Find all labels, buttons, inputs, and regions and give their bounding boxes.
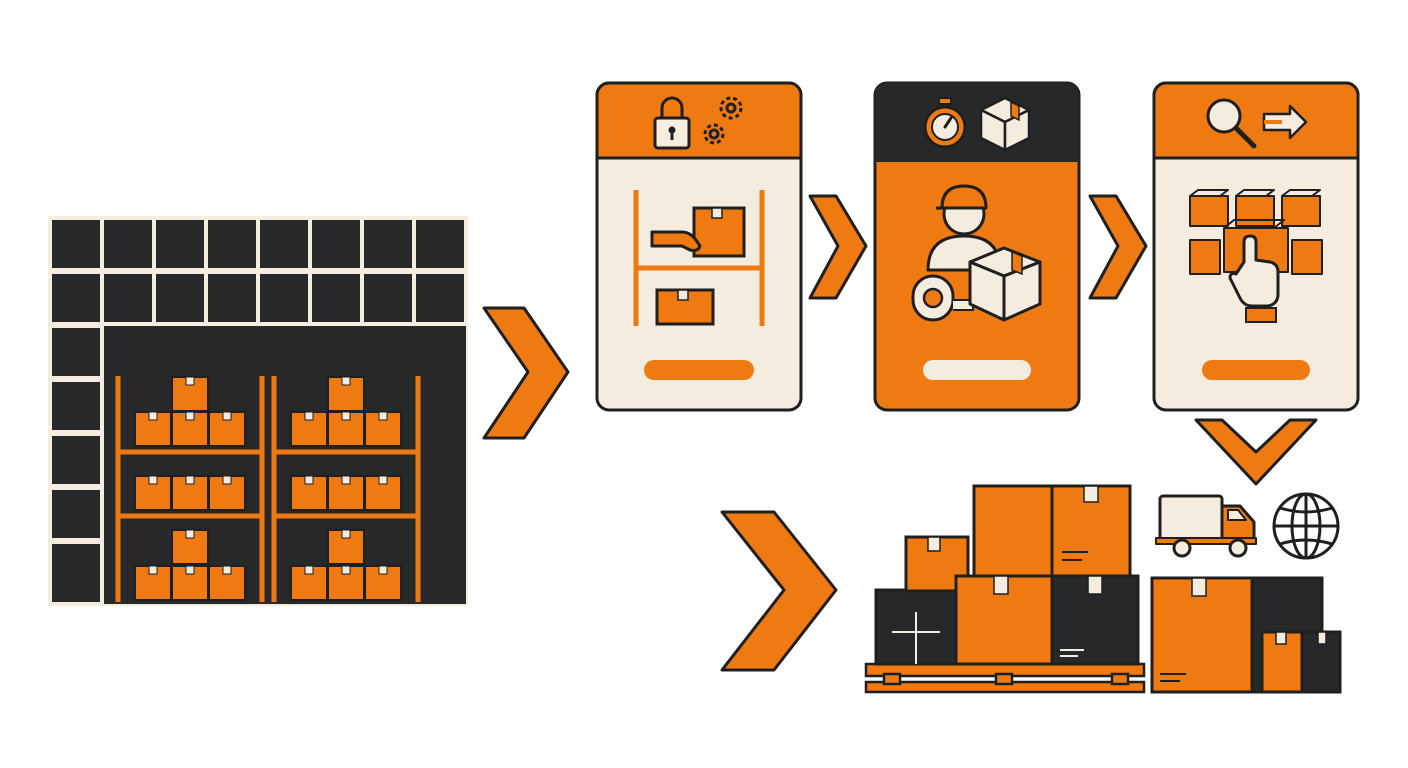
ship-node bbox=[864, 484, 1342, 694]
tape-roll-icon bbox=[911, 274, 974, 322]
pick-card bbox=[1152, 81, 1360, 412]
pack-card bbox=[873, 81, 1081, 412]
pallet-icon bbox=[864, 662, 1146, 694]
box-stack-icon bbox=[1150, 576, 1342, 694]
pointing-hand-icon bbox=[1228, 234, 1280, 323]
warehouse-grid-icon bbox=[52, 220, 466, 604]
store-card bbox=[595, 81, 803, 412]
pack-button[interactable] bbox=[923, 360, 1031, 380]
globe-icon bbox=[1272, 492, 1340, 560]
chevron-right-icon bbox=[720, 510, 838, 672]
padlock-icon bbox=[653, 96, 691, 150]
box-icon bbox=[968, 246, 1042, 322]
shelf-icon bbox=[633, 190, 765, 326]
box-icon bbox=[979, 96, 1031, 152]
box-stack-icon bbox=[874, 484, 1140, 666]
stopwatch-icon bbox=[923, 97, 967, 149]
chevron-right-icon bbox=[1088, 194, 1148, 300]
arrow-right-icon bbox=[1262, 104, 1308, 140]
chevron-right-icon bbox=[808, 194, 868, 300]
warehouse-node bbox=[48, 216, 468, 606]
hand-holding-box-icon bbox=[650, 206, 746, 258]
storage-rack-icon bbox=[115, 376, 265, 602]
magnifier-icon bbox=[1206, 98, 1257, 149]
delivery-truck-icon bbox=[1155, 494, 1257, 558]
store-button[interactable] bbox=[644, 360, 754, 380]
storage-rack-icon bbox=[271, 376, 421, 602]
chevron-down-icon bbox=[1194, 418, 1318, 486]
box-icon bbox=[655, 288, 715, 326]
chevron-right-icon bbox=[482, 306, 570, 440]
pick-button[interactable] bbox=[1202, 360, 1310, 380]
gears-icon bbox=[703, 96, 743, 145]
